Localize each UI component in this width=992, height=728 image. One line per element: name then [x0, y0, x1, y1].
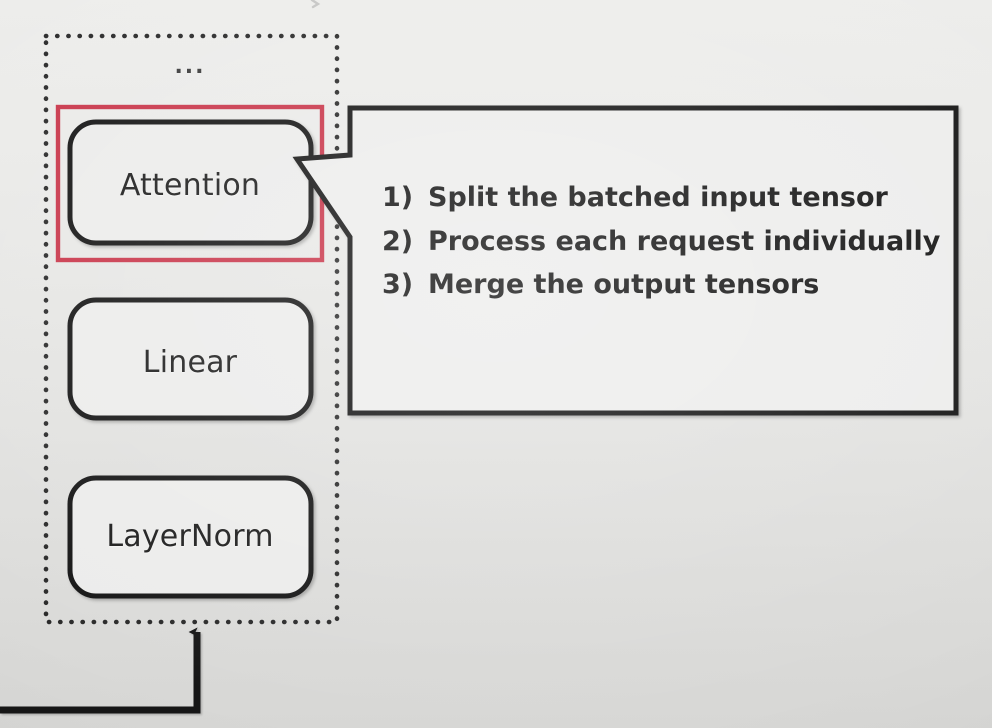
input-elbow-arrow	[0, 627, 201, 714]
callout-box	[292, 105, 959, 416]
callout-step-3-number: 3)	[382, 269, 414, 301]
linear-block-label: Linear	[142, 345, 238, 380]
callout-step-2-number: 2)	[382, 225, 414, 257]
attention-block-label: Attention	[119, 168, 261, 203]
callout-step-list: 1) Split the batched input tensor 2) Pro…	[382, 176, 942, 307]
callout-step-2-text: Process each request individually	[428, 225, 941, 257]
callout-step-3: 3) Merge the output tensors	[382, 263, 942, 307]
callout-step-3-text: Merge the output tensors	[428, 269, 820, 301]
callout-step-2: 2) Process each request individually	[382, 220, 942, 264]
layernorm-block-label: LayerNorm	[106, 519, 274, 554]
callout-step-1: 1) Split the batched input tensor	[382, 176, 942, 220]
stack-ellipsis: ...	[174, 54, 206, 79]
callout-step-1-text: Split the batched input tensor	[428, 182, 888, 213]
layer-group-dotted-border	[43, 33, 340, 625]
partial-glyph-top	[310, 0, 321, 9]
callout-step-1-number: 1)	[382, 182, 414, 213]
